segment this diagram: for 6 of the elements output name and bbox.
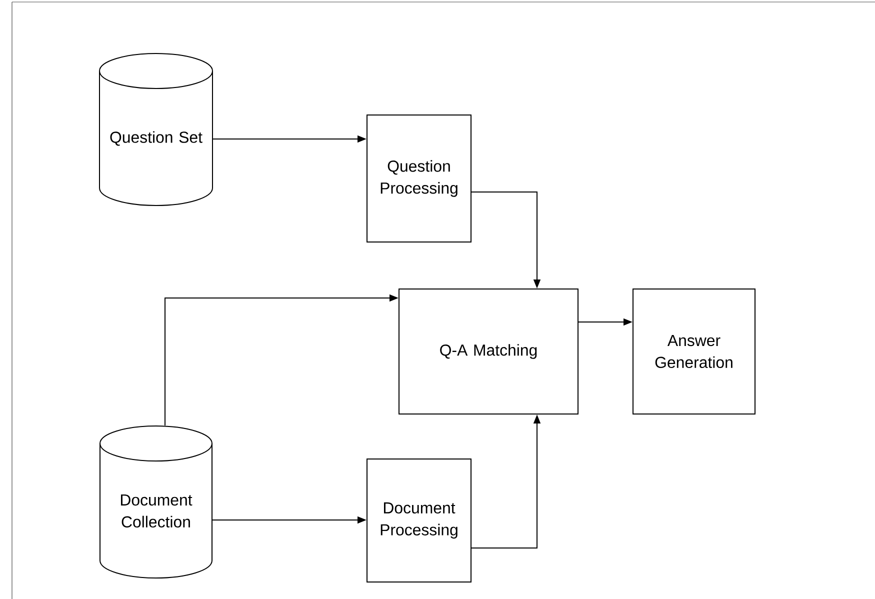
database-cylinder: Question Set: [99, 53, 213, 206]
process-box: Answer Generation: [632, 288, 756, 414]
database-cylinder: Document Collection: [100, 426, 212, 578]
process-box: Q-A Matching: [398, 288, 578, 414]
process-box: Document Processing: [366, 458, 472, 582]
process-box: Question Processing: [366, 114, 472, 242]
